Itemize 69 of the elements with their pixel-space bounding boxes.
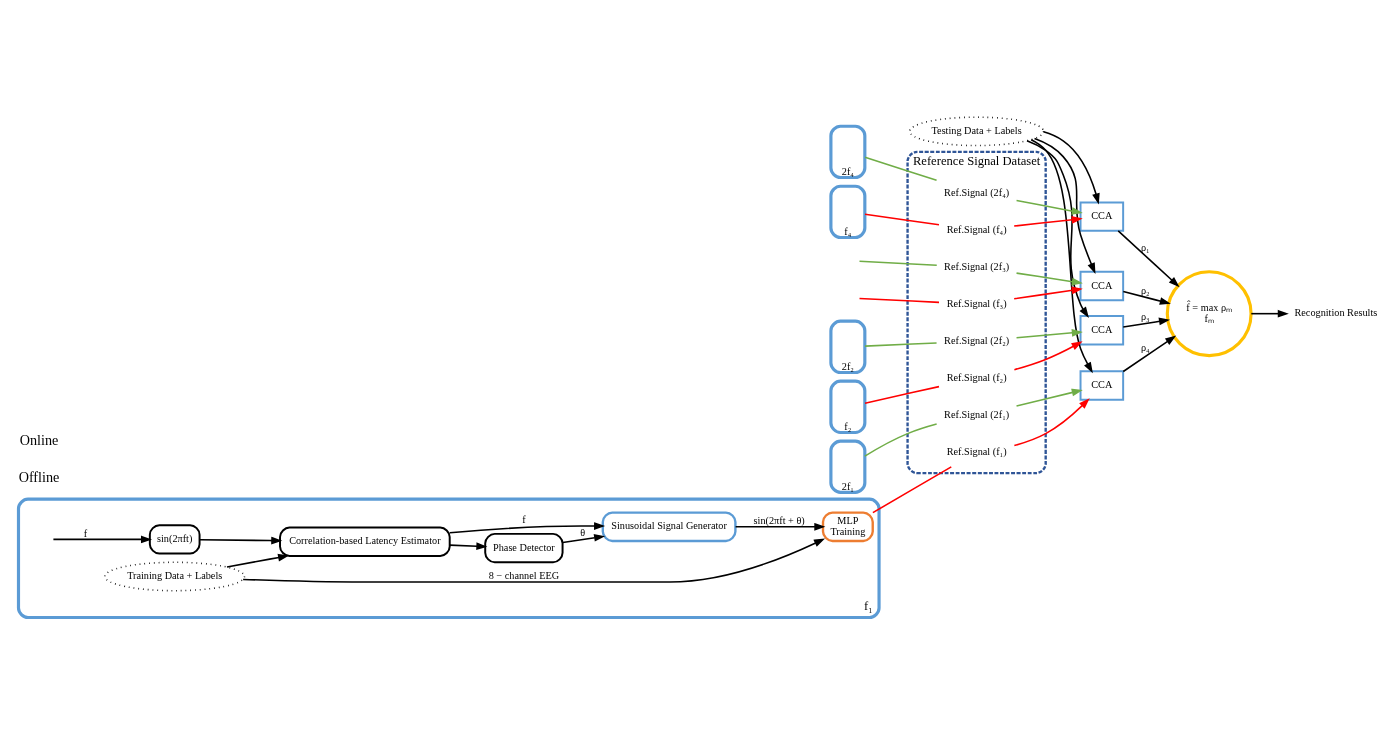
connector xyxy=(864,213,940,226)
node-box: Sinusoidal Signal Generator xyxy=(601,511,737,543)
node-text: Ref.Signal (f₄) xyxy=(946,223,1007,235)
arrow xyxy=(1013,398,1090,447)
node-box: CCA xyxy=(1079,370,1125,401)
arrow xyxy=(1122,317,1171,328)
node-box: 2f₄ xyxy=(829,124,867,180)
node-box: CCA xyxy=(1079,315,1125,346)
arrow xyxy=(1033,137,1096,274)
connector xyxy=(872,466,953,514)
connector xyxy=(858,297,940,304)
arrow xyxy=(449,522,606,534)
node-text: Ref.Signal (2f₁) xyxy=(944,409,1010,421)
node-box: sin(2πft) xyxy=(148,524,201,555)
edge-label: ρ₂ xyxy=(1140,285,1150,297)
node-text: Recognition Results xyxy=(1294,307,1378,319)
arrow xyxy=(1030,138,1093,374)
edge-label: 8 − channel EEG xyxy=(488,570,560,582)
arrow xyxy=(1015,272,1083,286)
arrow xyxy=(1122,335,1177,373)
node-text: Ref.Signal (f₁) xyxy=(946,446,1007,458)
connector xyxy=(864,423,938,457)
node-text: Ref.Signal (2f₂) xyxy=(944,334,1010,346)
node-box: CCA xyxy=(1079,270,1125,302)
arrow xyxy=(1013,341,1083,371)
connector xyxy=(864,342,938,347)
node-box: 2f₂ xyxy=(829,319,867,375)
arrow xyxy=(1015,329,1083,339)
arrow xyxy=(52,535,153,544)
arrow xyxy=(1122,290,1171,305)
node-box: 2f₁ xyxy=(829,439,867,494)
arrow xyxy=(1013,215,1083,227)
arrow xyxy=(449,542,488,551)
edge-label: ρ₁ xyxy=(1140,241,1150,253)
arrow xyxy=(1013,286,1083,300)
node-box: MLP Training xyxy=(821,511,874,543)
connector xyxy=(858,260,938,266)
node-text: Ref.Signal (f₃) xyxy=(946,297,1007,309)
arrow xyxy=(242,538,826,583)
edge-label: θ xyxy=(580,526,586,538)
arrow xyxy=(734,522,826,531)
node-text: Ref.Signal (2f₃) xyxy=(944,260,1010,272)
node-ellipse: Testing Data + Labels xyxy=(908,116,1045,147)
node-text: Ref.Signal (2f₄) xyxy=(944,186,1010,198)
node-box: Phase Detector xyxy=(484,532,564,564)
label: Offline xyxy=(18,469,60,486)
node-ellipse: Training Data + Labels xyxy=(104,561,246,592)
arrow xyxy=(1117,230,1180,288)
connector xyxy=(864,156,938,182)
connector xyxy=(864,385,940,404)
arrow xyxy=(1015,199,1083,215)
arrow xyxy=(1250,309,1289,318)
arrow xyxy=(198,536,283,545)
node-text: Ref.Signal (f₂) xyxy=(946,372,1007,384)
label: Online xyxy=(19,432,59,448)
edge-label: f xyxy=(522,514,526,526)
arrow xyxy=(1042,131,1100,205)
arrow xyxy=(562,533,606,544)
node-box: f₂ xyxy=(829,379,867,435)
node-box: f₄ xyxy=(829,184,867,240)
arrow xyxy=(1015,388,1083,407)
edge-label: sin(2πft + θ) xyxy=(753,514,805,526)
node-box: CCA xyxy=(1079,201,1125,232)
edge-label: ρ₄ xyxy=(1140,342,1150,354)
node-box: Correlation-based Latency Estimator xyxy=(279,526,451,557)
arrow xyxy=(226,553,290,568)
edge-label: f xyxy=(83,527,88,539)
arrow xyxy=(1026,139,1089,318)
edge-label: ρ₃ xyxy=(1140,311,1150,323)
